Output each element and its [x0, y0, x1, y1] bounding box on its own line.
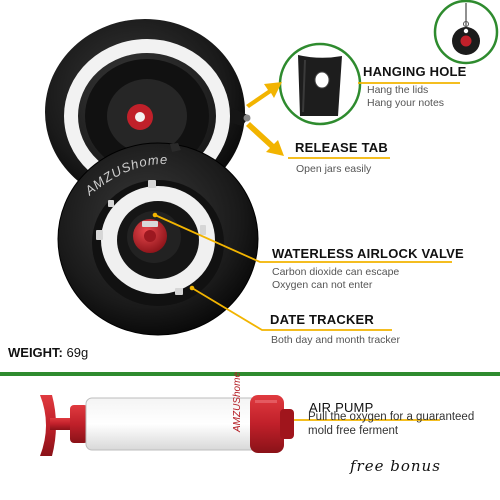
airlock-valve-desc-2: Oxygen can not enter: [272, 279, 373, 291]
weight-value: 69g: [66, 345, 89, 360]
airlock-valve-desc-1: Carbon dioxide can escape: [272, 266, 400, 278]
date-tracker-desc: Both day and month tracker: [271, 334, 400, 346]
release-tab-desc: Open jars easily: [296, 163, 372, 175]
air-pump-desc-1: Pull the oxygen for a guaranteed: [308, 411, 475, 423]
release-tab-shape: [228, 108, 250, 126]
weight-label: WEIGHT:: [8, 345, 63, 360]
weight-spec: WEIGHT: 69g: [8, 345, 88, 360]
leader-lines: [154, 82, 460, 421]
back-lid: [45, 19, 251, 205]
free-bonus-label: free bonus: [350, 457, 441, 475]
hanging-hole-desc-1: Hang the lids: [367, 84, 429, 96]
section-divider: [0, 372, 500, 376]
hanging-hole-inset: [278, 42, 362, 126]
release-tab-title: RELEASE TAB: [295, 140, 388, 155]
hanging-hole-desc-2: Hang your notes: [367, 97, 445, 109]
air-pump: [40, 395, 294, 456]
pump-brand: AMZUShome: [232, 372, 243, 433]
hanging-hole-title: HANGING HOLE: [363, 64, 467, 79]
air-pump-title: AIR PUMP: [309, 400, 374, 415]
hanging-lid-inset: [433, 0, 499, 65]
date-tracker-title: DATE TRACKER: [270, 312, 374, 327]
airlock-valve-title: WATERLESS AIRLOCK VALVE: [272, 246, 464, 261]
front-lid: [57, 142, 259, 336]
air-pump-desc-2: mold free ferment: [308, 425, 399, 437]
arrows: [246, 82, 284, 156]
